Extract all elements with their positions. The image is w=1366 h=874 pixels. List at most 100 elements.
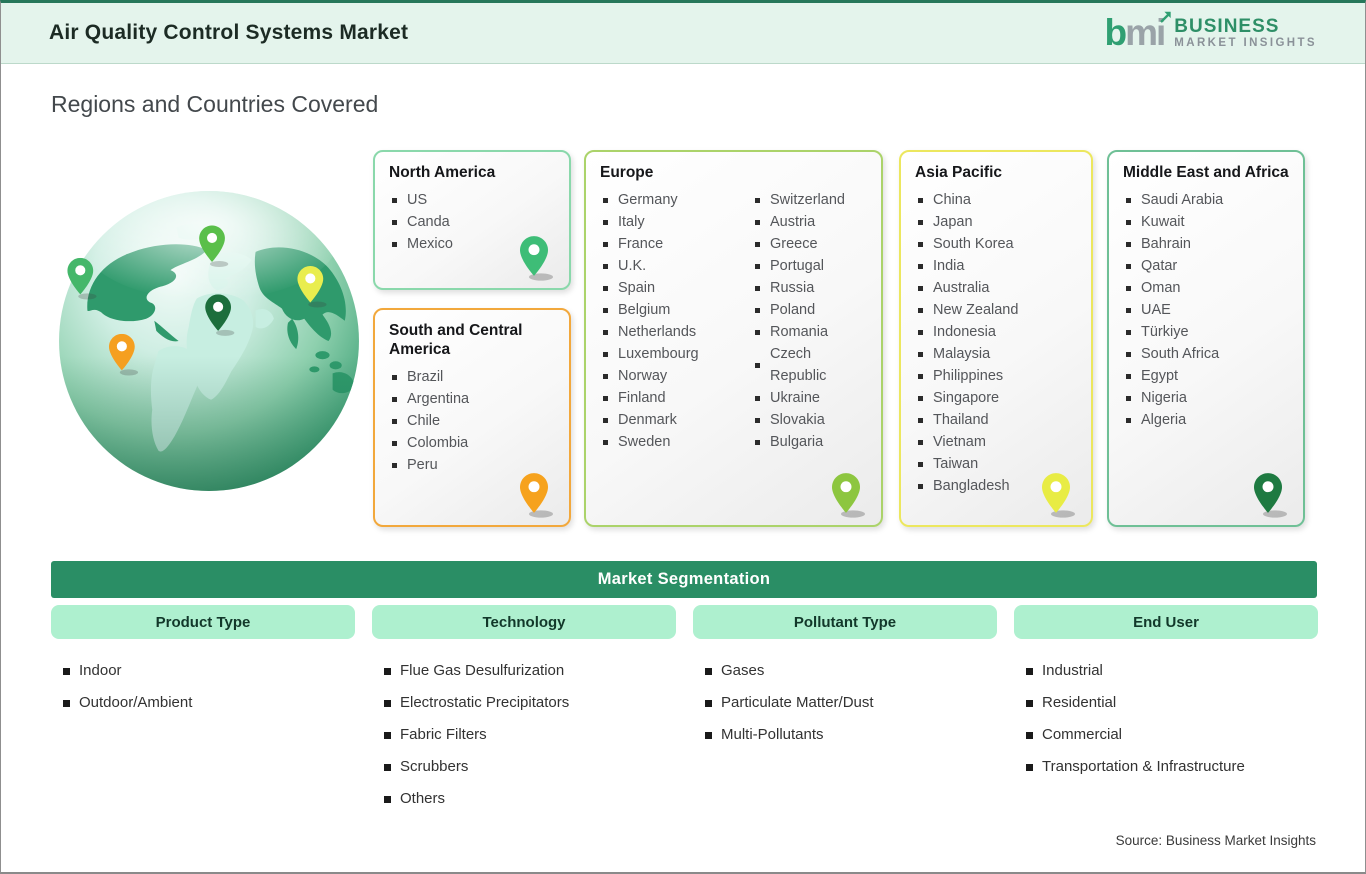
country-item-label: Denmark	[618, 412, 677, 428]
bullet-square-icon	[384, 667, 391, 675]
segment-item-label: Flue Gas Desulfurization	[400, 662, 565, 679]
country-item-label: Philippines	[933, 368, 1004, 384]
bullet-square-icon	[603, 395, 608, 401]
bullet-square-icon	[755, 263, 760, 269]
segment-item: Scrubbers	[384, 757, 676, 777]
logo-letter-m: m	[1125, 12, 1158, 53]
bullet-square-icon	[603, 197, 608, 203]
segment-item: Indoor	[63, 661, 355, 681]
segment-item-label: Particulate Matter/Dust	[721, 694, 874, 711]
country-item-label: Belgium	[618, 302, 671, 318]
logo-business-label: BUSINESS	[1174, 16, 1280, 37]
segment-item: Fabric Filters	[384, 725, 676, 745]
bullet-square-icon	[392, 418, 397, 424]
segment-item: Outdoor/Ambient	[63, 693, 355, 713]
country-item-label: Egypt	[1141, 368, 1179, 384]
bullet-square-icon	[1126, 329, 1131, 335]
country-item: Portugal	[752, 255, 869, 277]
country-item-label: Slovakia	[770, 412, 825, 428]
country-item: Colombia	[389, 432, 537, 454]
bullet-square-icon	[918, 373, 923, 379]
bullet-square-icon	[603, 329, 608, 335]
country-item-label: Qatar	[1141, 258, 1178, 274]
bullet-square-icon	[384, 699, 391, 707]
segment-item: Others	[384, 789, 676, 809]
segment-item-label: Transportation & Infrastructure	[1042, 758, 1245, 775]
location-pin-icon	[520, 236, 553, 281]
bullet-square-icon	[1126, 307, 1131, 313]
country-item-label: Switzerland	[770, 192, 845, 208]
location-pin-icon	[1254, 473, 1287, 518]
country-item: Brazil	[389, 366, 537, 388]
logo-letter-b: b	[1104, 12, 1128, 53]
bullet-square-icon	[384, 795, 391, 803]
bullet-square-icon	[755, 395, 760, 401]
country-item-label: Norway	[618, 368, 668, 384]
country-item: Singapore	[915, 387, 1063, 409]
segment-item: Transportation & Infrastructure	[1026, 757, 1318, 777]
country-item: UAE	[1123, 299, 1271, 321]
country-item-label: Peru	[407, 457, 438, 473]
location-pin-icon	[1042, 473, 1075, 518]
bullet-square-icon	[918, 263, 923, 269]
bullet-square-icon	[705, 731, 712, 739]
country-item: Bangladesh	[915, 475, 1063, 497]
country-item: Peru	[389, 454, 537, 476]
country-item-label: Austria	[770, 214, 816, 230]
country-item-label: Chile	[407, 413, 441, 429]
country-item-label: Saudi Arabia	[1141, 192, 1224, 208]
bullet-square-icon	[1126, 241, 1131, 247]
country-item-label: Bangladesh	[933, 478, 1010, 494]
country-item: Bahrain	[1123, 233, 1271, 255]
segment-item-label: Outdoor/Ambient	[79, 694, 193, 711]
segment-item: Electrostatic Precipitators	[384, 693, 676, 713]
source-note: Source: Business Market Insights	[1115, 833, 1316, 848]
bullet-square-icon	[918, 483, 923, 489]
country-item: Indonesia	[915, 321, 1063, 343]
country-item: Philippines	[915, 365, 1063, 387]
country-item-label: South Korea	[933, 236, 1014, 252]
globe-pins	[67, 225, 327, 376]
country-item-label: Nigeria	[1141, 390, 1187, 406]
header-bar: Air Quality Control Systems Market bmi B…	[1, 3, 1365, 64]
bullet-square-icon	[603, 307, 608, 313]
bullet-square-icon	[918, 285, 923, 291]
bullet-square-icon	[918, 307, 923, 313]
segment-item-label: Fabric Filters	[400, 726, 487, 743]
country-item: U.K.	[600, 255, 748, 277]
bullet-square-icon	[392, 241, 397, 247]
bullet-square-icon	[1126, 373, 1131, 379]
country-item: New Zealand	[915, 299, 1063, 321]
bullet-square-icon	[755, 439, 760, 445]
country-item-label: Greece	[770, 236, 818, 252]
region-card-title: South and Central America	[389, 322, 523, 358]
segment-item: Industrial	[1026, 661, 1318, 681]
bullet-square-icon	[603, 351, 608, 357]
country-item-label: Brazil	[407, 369, 444, 385]
country-item: South Korea	[915, 233, 1063, 255]
country-item: Chile	[389, 410, 537, 432]
bullet-square-icon	[918, 241, 923, 247]
country-item-label: Oman	[1141, 280, 1181, 296]
bullet-square-icon	[392, 219, 397, 225]
country-item: Luxembourg	[600, 343, 748, 365]
segment-header: End User	[1014, 605, 1318, 639]
segment-item: Commercial	[1026, 725, 1318, 745]
bullet-square-icon	[705, 667, 712, 675]
country-item: Finland	[600, 387, 748, 409]
country-item-label: Sweden	[618, 434, 671, 450]
country-item-label: Algeria	[1141, 412, 1187, 428]
segment-item: Flue Gas Desulfurization	[384, 661, 676, 681]
bullet-square-icon	[603, 263, 608, 269]
bullet-square-icon	[918, 351, 923, 357]
